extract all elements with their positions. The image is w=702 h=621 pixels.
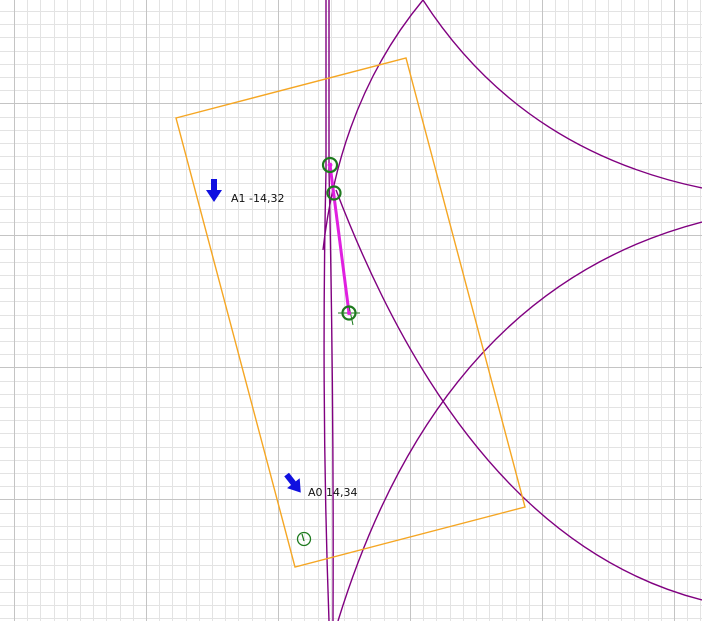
arc-big-ascending [337, 221, 702, 621]
orange-frame[interactable] [175, 57, 526, 568]
label-a1: A1 -14,32 [231, 192, 285, 205]
arc-top-left [322, 0, 424, 251]
vertical-curve-left [323, 0, 330, 621]
curves [322, 0, 702, 621]
arc-top-right [422, 0, 702, 189]
arrow-diagonal-icon [284, 472, 301, 493]
joint-top[interactable] [321, 156, 339, 174]
marker-icon[interactable] [296, 531, 312, 547]
label-a0: A0 14,34 [308, 486, 358, 499]
arc-big-descending [335, 189, 702, 601]
arrow-down-icon [206, 179, 222, 202]
magenta-link[interactable] [328, 164, 351, 314]
joint-middle[interactable] [326, 185, 342, 201]
joint-bottom[interactable] [338, 305, 360, 326]
